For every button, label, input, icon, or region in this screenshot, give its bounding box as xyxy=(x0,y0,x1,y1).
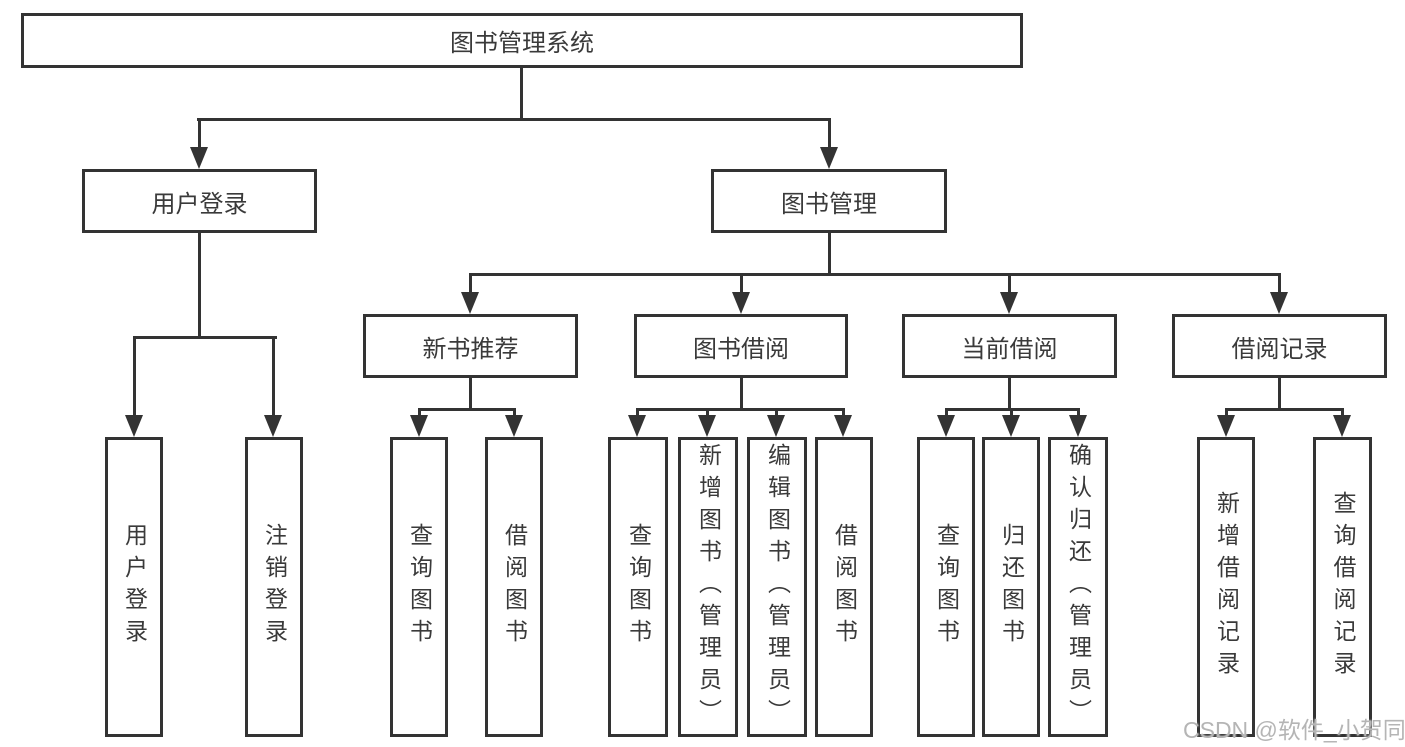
node-new-book-recommend: 新书推荐 xyxy=(363,314,578,378)
connector-line xyxy=(740,273,743,293)
node-borrowing-borrow-books: 借阅图书 xyxy=(815,437,873,737)
node-user-login: 用户登录 xyxy=(105,437,163,737)
node-label: 当前借阅 xyxy=(961,335,1058,363)
node-book-borrowing: 图书借阅 xyxy=(634,314,848,378)
node-label: 归还图书 xyxy=(998,523,1025,651)
node-current-borrowing: 当前借阅 xyxy=(902,314,1117,378)
connector-line xyxy=(1278,378,1281,411)
connector-line xyxy=(775,408,778,418)
node-label: 借阅图书 xyxy=(831,523,858,651)
node-edit-books-admin: 编辑图书（管理员） xyxy=(747,437,807,737)
node-label: 查询图书 xyxy=(406,523,433,651)
node-logout: 注销登录 xyxy=(245,437,303,737)
node-label: 新增图书（管理员） xyxy=(695,443,722,731)
connector-line xyxy=(706,408,709,418)
arrowhead-down-icon xyxy=(190,147,208,169)
node-label: 新增借阅记录 xyxy=(1213,491,1240,683)
arrowhead-down-icon xyxy=(820,147,838,169)
connector-line xyxy=(828,118,831,150)
node-return-books: 归还图书 xyxy=(982,437,1040,737)
connector-line xyxy=(469,273,472,293)
node-user-login-branch: 用户登录 xyxy=(82,169,317,233)
connector-line xyxy=(418,408,421,418)
node-label: 用户登录 xyxy=(121,523,148,651)
arrowhead-down-icon xyxy=(125,415,143,437)
connector-line xyxy=(828,233,831,276)
node-label: 注销登录 xyxy=(261,523,288,651)
connector-line xyxy=(1008,273,1011,293)
connector-line xyxy=(1225,408,1228,418)
node-label: 查询借阅记录 xyxy=(1330,491,1356,683)
connector-line xyxy=(418,408,516,411)
connector-line xyxy=(740,378,743,411)
connector-line xyxy=(133,336,277,339)
node-confirm-return-admin: 确认归还（管理员） xyxy=(1048,437,1108,737)
node-label: 图书借阅 xyxy=(693,335,789,363)
arrowhead-down-icon xyxy=(264,415,282,437)
node-library-management-system: 图书管理系统 xyxy=(21,13,1023,68)
arrowhead-down-icon xyxy=(767,415,785,437)
node-label: 查询图书 xyxy=(933,523,960,651)
connector-line xyxy=(1008,378,1011,411)
node-label: 图书管理系统 xyxy=(450,30,594,57)
connector-line xyxy=(1341,408,1344,418)
connector-line xyxy=(272,336,275,416)
arrowhead-down-icon xyxy=(937,415,955,437)
arrowhead-down-icon xyxy=(1000,292,1018,314)
connector-line xyxy=(636,408,639,418)
node-recommend-query-books: 查询图书 xyxy=(390,437,448,737)
connector-line xyxy=(636,408,845,411)
node-query-borrow-record: 查询借阅记录 xyxy=(1313,437,1372,737)
arrowhead-down-icon xyxy=(505,415,523,437)
node-label: 借阅记录 xyxy=(1231,335,1328,363)
connector-line xyxy=(469,378,472,411)
connector-line xyxy=(197,118,831,121)
node-borrowing-records: 借阅记录 xyxy=(1172,314,1387,378)
connector-line xyxy=(1010,408,1013,418)
arrowhead-down-icon xyxy=(410,415,428,437)
connector-line xyxy=(945,408,948,418)
arrowhead-down-icon xyxy=(698,415,716,437)
arrowhead-down-icon xyxy=(1270,292,1288,314)
connector-line xyxy=(1225,408,1344,411)
node-label: 查询图书 xyxy=(625,523,652,651)
connector-line xyxy=(198,233,201,338)
connector-line xyxy=(133,336,136,416)
arrowhead-down-icon xyxy=(1333,415,1351,437)
node-add-books-admin: 新增图书（管理员） xyxy=(678,437,738,737)
arrowhead-down-icon xyxy=(628,415,646,437)
connector-line xyxy=(198,118,201,150)
arrowhead-down-icon xyxy=(834,415,852,437)
connector-line xyxy=(520,68,523,118)
node-label: 确认归还（管理员） xyxy=(1065,443,1092,731)
node-book-management-branch: 图书管理 xyxy=(711,169,947,233)
node-label: 借阅图书 xyxy=(501,523,528,651)
arrowhead-down-icon xyxy=(1217,415,1235,437)
arrowhead-down-icon xyxy=(1069,415,1087,437)
arrowhead-down-icon xyxy=(461,292,479,314)
node-add-borrow-record: 新增借阅记录 xyxy=(1197,437,1255,737)
node-recommend-borrow-books: 借阅图书 xyxy=(485,437,543,737)
node-borrowing-query-books: 查询图书 xyxy=(608,437,668,737)
connector-line xyxy=(469,273,1281,276)
connector-line xyxy=(1278,273,1281,293)
connector-line xyxy=(1077,408,1080,418)
node-label: 新书推荐 xyxy=(422,335,519,363)
arrowhead-down-icon xyxy=(1002,415,1020,437)
node-label: 图书管理 xyxy=(781,190,877,218)
arrowhead-down-icon xyxy=(732,292,750,314)
connector-line xyxy=(842,408,845,418)
node-current-query-books: 查询图书 xyxy=(917,437,975,737)
node-label: 编辑图书（管理员） xyxy=(764,443,791,731)
csdn-watermark: CSDN @软件_小贺同学 xyxy=(1183,717,1405,743)
node-label: 用户登录 xyxy=(151,190,248,218)
connector-line xyxy=(513,408,516,418)
